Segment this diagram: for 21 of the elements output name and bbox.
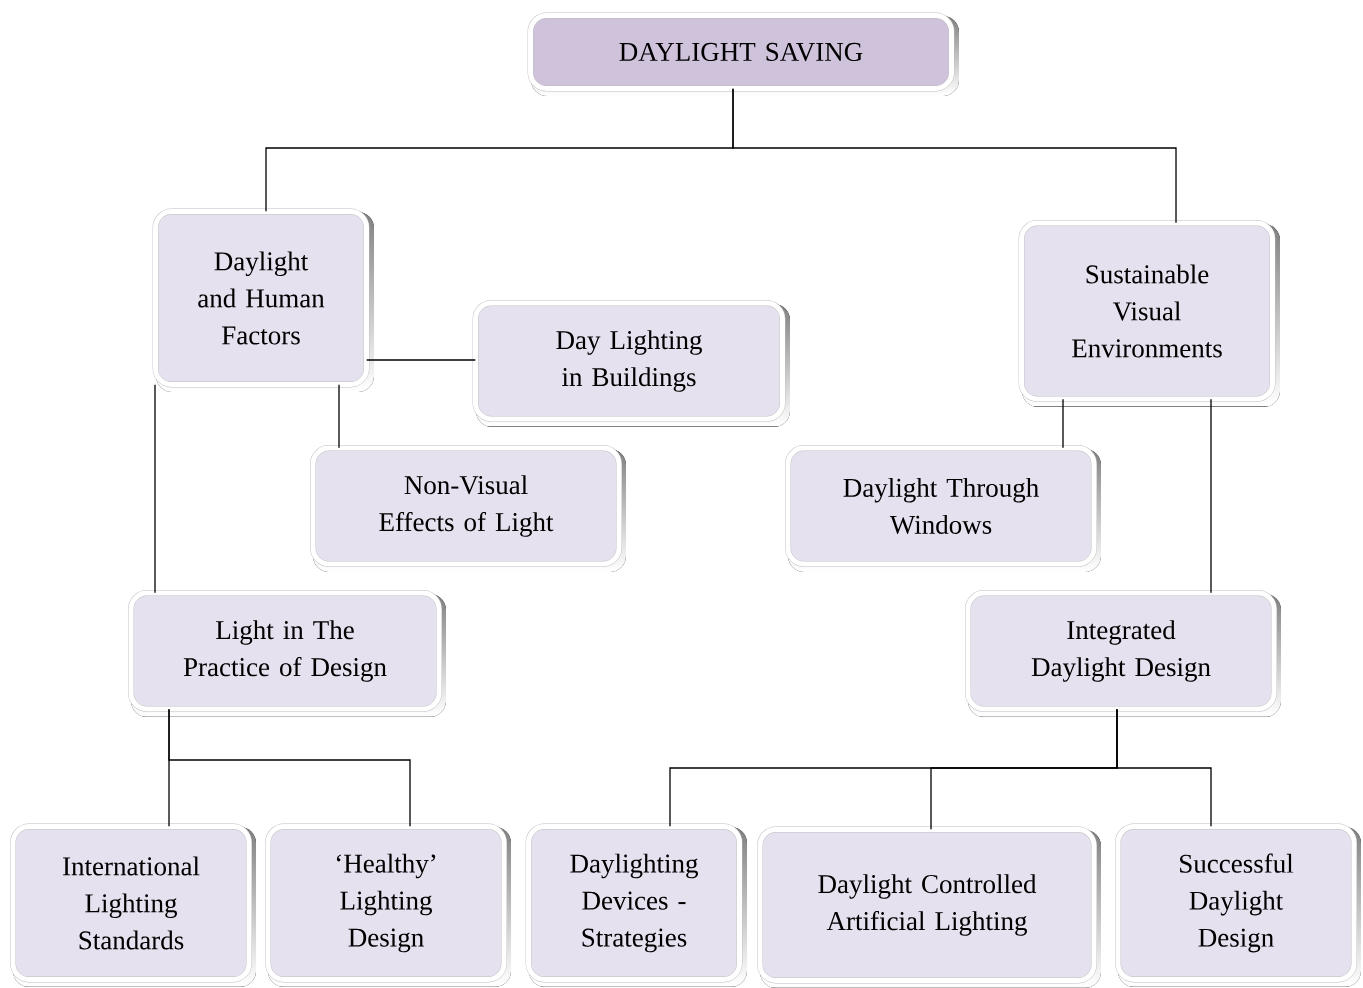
process-box: Day Lighting in Buildings: [472, 300, 790, 427]
process-box: Daylight Controlled Artificial Lighting: [757, 826, 1101, 988]
process-box: International Lighting Standards: [10, 823, 256, 987]
process-box: Non-Visual Effects of Light: [310, 445, 626, 572]
connector-line: [1062, 398, 1064, 449]
process-box: Successful Daylight Design: [1115, 823, 1361, 987]
process-box: Sustainable Visual Environments: [1018, 220, 1280, 407]
process-box: Light in The Practice of Design: [128, 590, 446, 717]
connector-line: [366, 359, 476, 361]
process-box: DAYLIGHT SAVING: [527, 12, 959, 96]
connector-line: [732, 88, 1177, 224]
process-box: Integrated Daylight Design: [965, 590, 1281, 717]
connector-line: [1116, 708, 1212, 827]
connector-line: [338, 384, 340, 449]
process-box: ‘Healthy’ Lighting Design: [265, 823, 511, 987]
process-box: Daylight and Human Factors: [152, 208, 374, 392]
connector-line: [1210, 398, 1212, 594]
process-box: Daylighting Devices - Strategies: [525, 823, 747, 987]
process-box: Daylight Through Windows: [785, 445, 1101, 572]
connector-line: [154, 384, 156, 594]
connector-line: [168, 708, 411, 827]
